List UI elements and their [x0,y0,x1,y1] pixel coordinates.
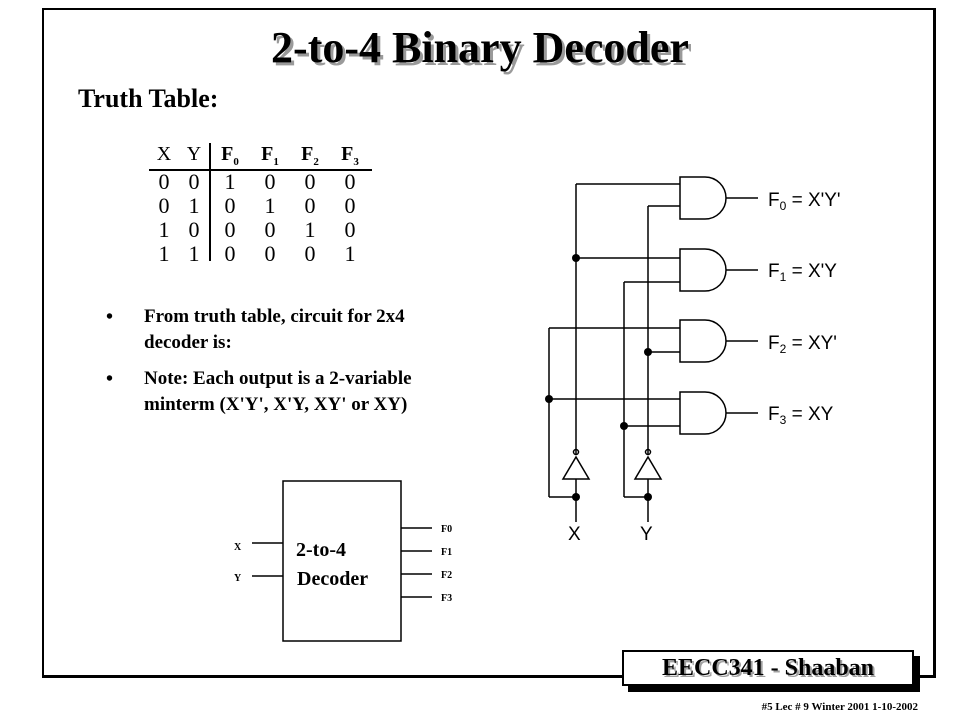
cell: 1 [264,193,276,218]
circuit-input-y-label: Y [640,524,653,545]
slide-title-shadow: 2-to-4 Binary Decoder [274,26,692,75]
and-gate-2 [679,319,727,363]
and-gate-1 [679,248,727,292]
cell: 0 [304,193,316,218]
output-label-f1: F1 = X'Y [768,261,837,284]
cell: 0 [344,169,356,194]
cell: 1 [344,241,356,266]
cell: 0 [264,169,276,194]
cell: 0 [158,169,170,194]
cell: 1 [224,169,236,194]
inverter-y-bubble [644,448,652,456]
header-x: X [156,143,172,165]
cell: 0 [158,193,170,218]
junction-dot [644,493,652,501]
bullet-item: • From truth table, circuit for 2x4 deco… [106,304,456,356]
block-input-x-label: X [234,542,242,553]
block-title-line1: 2-to-4 [296,539,346,561]
bullet-item: • Note: Each output is a 2-variable mint… [106,366,456,418]
header-f1: F1 [261,143,279,168]
bullet-dot: • [106,368,114,390]
cell: 0 [188,217,200,242]
and-gate-0 [679,176,727,220]
truth-table-divider [209,143,211,261]
block-input-y-label: Y [234,573,242,584]
output-label-f3: F3 = XY [768,404,834,427]
cell: 0 [188,169,200,194]
output-label-f2: F2 = XY' [768,333,837,356]
course-label: EECC341 - Shaaban EECC341 - Shaaban [622,650,914,686]
inverter-x [561,455,591,480]
cell: 0 [264,241,276,266]
block-output-f2-label: F2 [441,570,452,581]
cell: 1 [188,241,200,266]
footer-box [622,650,914,686]
cell: 0 [224,241,236,266]
circuit-input-x-label: X [568,524,581,545]
block-output-f3-label: F3 [441,593,452,604]
course-label-text: EECC341 - Shaaban [661,655,875,681]
junction-dot [572,493,580,501]
cell: 1 [158,241,170,266]
cell: 0 [264,217,276,242]
footer-note: #5 Lec # 9 Winter 2001 1-10-2002 [761,701,918,713]
bullet-list: • From truth table, circuit for 2x4 deco… [106,304,456,428]
cell: 1 [158,217,170,242]
junction-dot [572,254,580,262]
truth-table-heading: Truth Table: [78,84,219,113]
slide-frame [42,8,936,678]
bullet-text: Note: Each output is a 2-variable minter… [144,368,412,415]
cell: 0 [304,169,316,194]
truth-table-header-rule [149,169,372,171]
block-output-f0-label: F0 [441,524,452,535]
junction-dot [620,422,628,430]
block-output-f1-label: F1 [441,547,452,558]
bullet-text: From truth table, circuit for 2x4 decode… [144,306,405,353]
cell: 0 [304,241,316,266]
decoder-block [282,480,402,642]
cell: 1 [304,217,316,242]
cell: 1 [188,193,200,218]
header-f2: F2 [301,143,319,168]
bullet-dot: • [106,306,114,328]
cell: 0 [344,193,356,218]
and-gate-3 [679,391,727,435]
inverter-x-bubble [572,448,580,456]
cell: 0 [224,193,236,218]
header-f0: F0 [221,143,239,168]
cell: 0 [344,217,356,242]
cell: 0 [224,217,236,242]
junction-dot [545,395,553,403]
output-label-f0: F0 = X'Y' [768,190,841,213]
block-title-line2: Decoder [297,568,368,590]
header-y: Y [186,143,202,165]
course-label-shadow: EECC341 - Shaaban [663,657,877,683]
inverter-y [633,455,663,480]
header-f3: F3 [341,143,359,168]
slide-title-text: 2-to-4 Binary Decoder [271,23,689,72]
junction-dot [644,348,652,356]
